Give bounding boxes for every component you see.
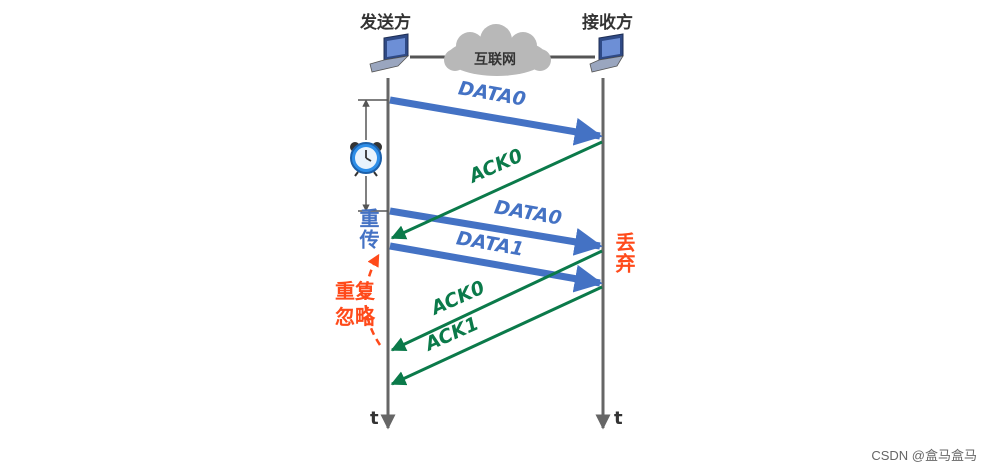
receiver-laptop-icon [589, 33, 624, 73]
timeout-interval-bracket [358, 99, 388, 212]
duplicate-ignore-annotation: 重复忽略 [335, 279, 375, 329]
data1-arrow [389, 242, 603, 293]
receiver-time-label: t [614, 408, 623, 429]
internet-cloud [444, 24, 551, 76]
data0-retransmit-arrow [389, 207, 603, 256]
receiver-label: 接收方 [582, 13, 633, 33]
internet-label: 互联网 [474, 52, 516, 68]
sender-label: 发送方 [360, 13, 411, 33]
discard-annotation: 丢弃 [612, 232, 636, 274]
ack1-arrow [390, 285, 603, 386]
ack0-first-arrow [390, 140, 603, 240]
data0-first-arrow [389, 96, 603, 146]
watermark: CSDN @盒马盒马 [871, 448, 977, 463]
alarm-clock-icon [350, 142, 382, 177]
ack0-second-arrow [390, 249, 603, 352]
retransmit-annotation: 重传 [356, 208, 380, 250]
sender-laptop-icon [369, 33, 410, 73]
sender-time-label: t [370, 408, 379, 429]
